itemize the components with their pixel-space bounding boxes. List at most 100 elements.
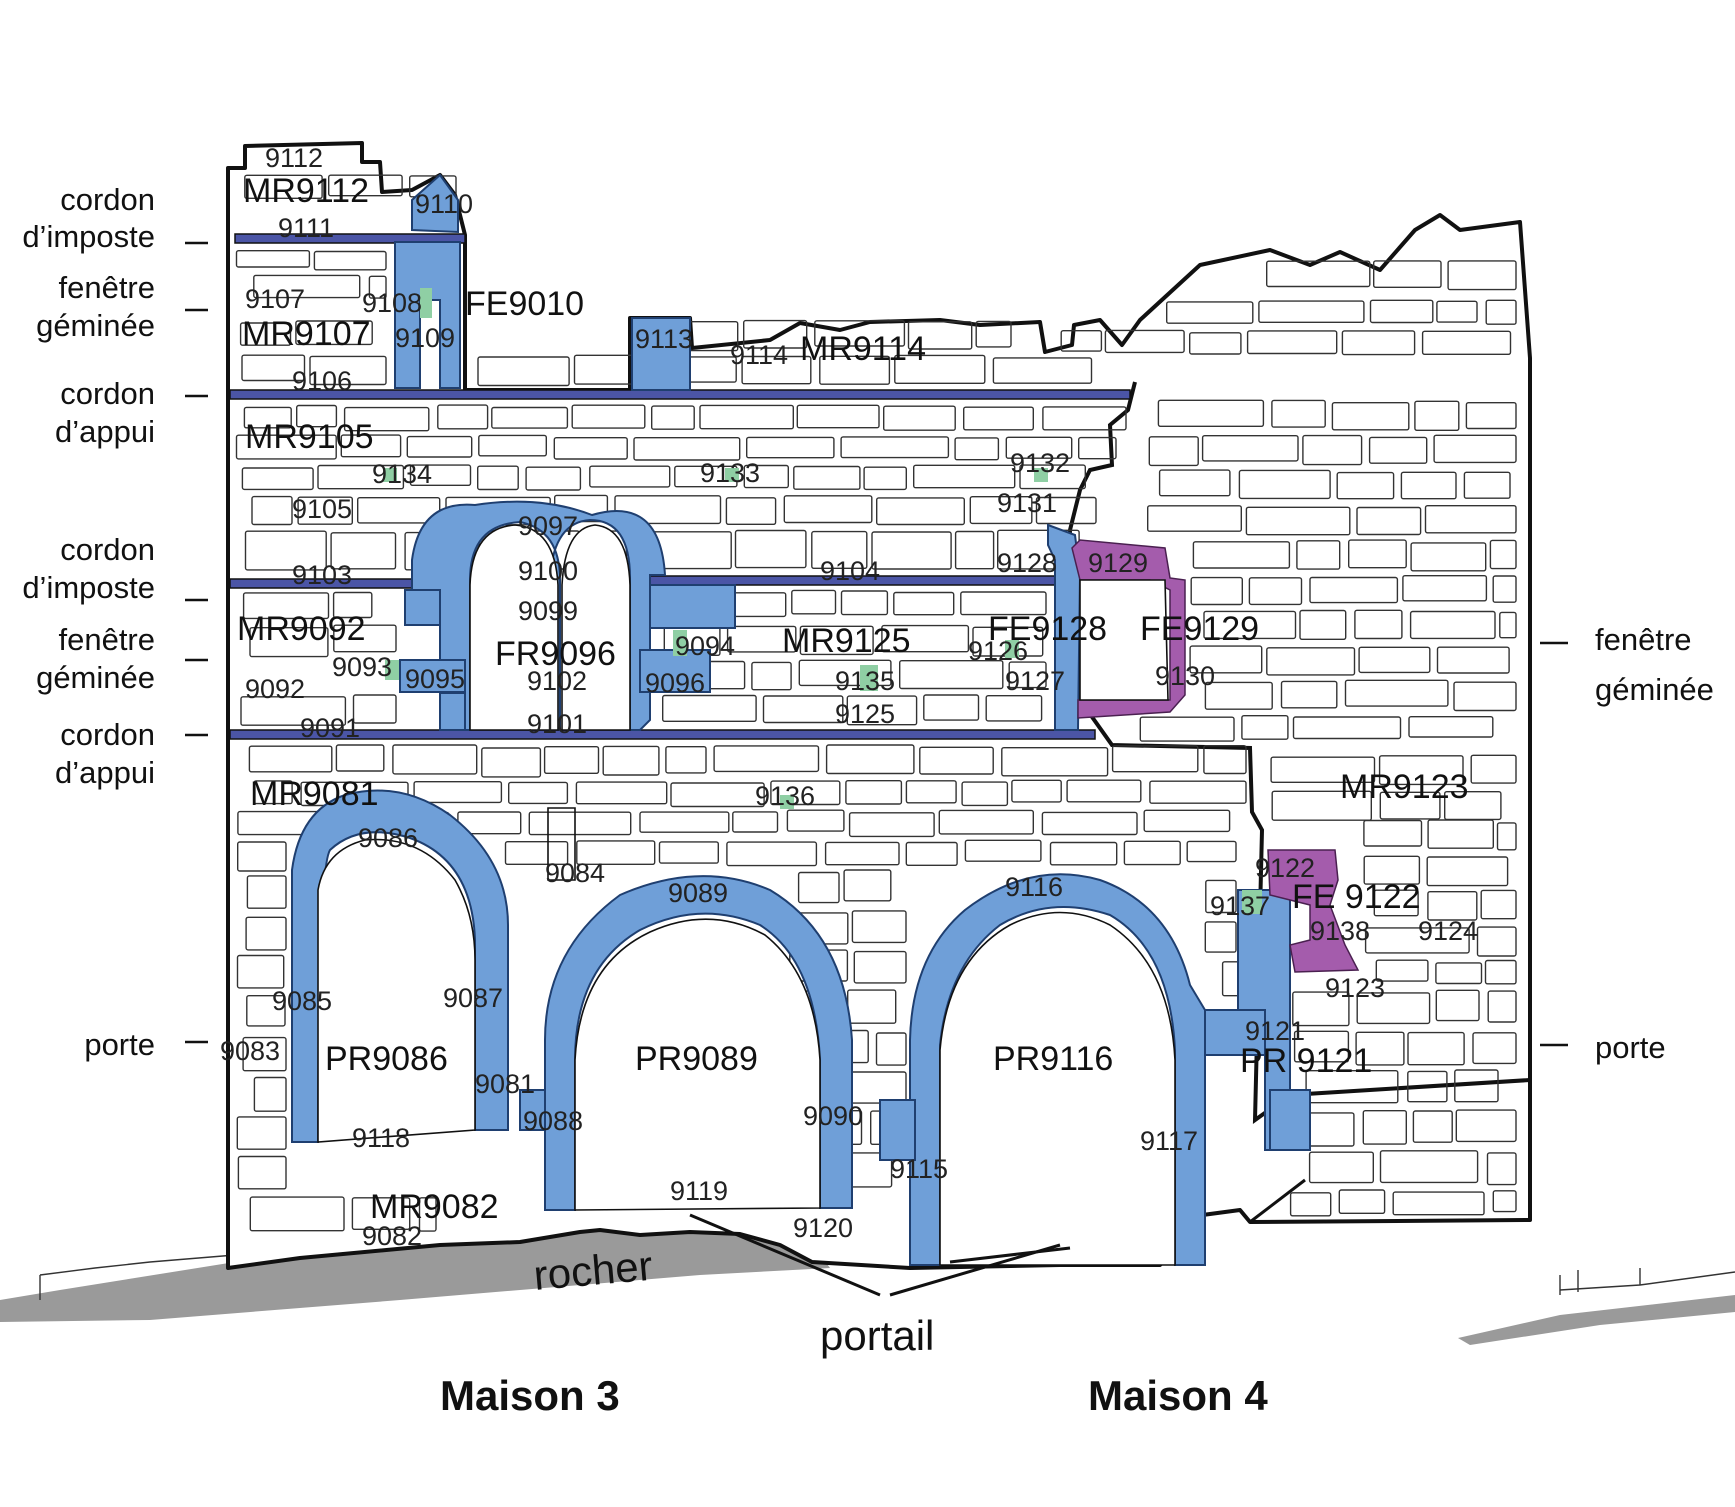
masonry-stone <box>797 871 840 904</box>
masonry-stone <box>1271 790 1372 821</box>
masonry-stone <box>614 495 722 525</box>
masonry-stone <box>1280 680 1338 709</box>
hole-9132 <box>1034 468 1048 482</box>
masonry-stone <box>253 274 361 299</box>
number-label-9117: 9117 <box>1140 1126 1198 1156</box>
masonry-stone <box>1246 330 1338 355</box>
masonry-stone <box>1271 399 1326 428</box>
masonry-stone <box>525 466 582 491</box>
masonry-stone <box>726 841 818 867</box>
masonry-stone <box>1487 990 1517 1023</box>
masonry-stone <box>246 875 287 909</box>
unit-fe9128: FE9128 <box>988 610 1107 648</box>
masonry-stone <box>894 354 986 384</box>
fe9122-frame <box>1267 849 1360 973</box>
masonry-stone <box>1486 1152 1517 1186</box>
masonry-stone <box>633 437 741 461</box>
masonry-stone <box>1308 1151 1374 1184</box>
masonry-stone <box>309 355 387 386</box>
hole-9133 <box>725 468 739 482</box>
number-label-9095: 9095 <box>405 664 465 694</box>
masonry-stone <box>491 406 569 429</box>
hole-9136 <box>780 795 794 809</box>
masonry-stone <box>863 466 907 491</box>
masonry-stone <box>1372 260 1442 288</box>
masonry-stone <box>961 781 1009 807</box>
masonry-stone <box>992 357 1093 384</box>
masonry-stone <box>249 1196 345 1232</box>
masonry-stone <box>1248 577 1303 606</box>
masonry-stone <box>1409 610 1496 640</box>
masonry-stone <box>819 355 891 385</box>
masonry-stone <box>938 809 1034 835</box>
masonry-stone <box>236 841 287 872</box>
masonry-stone <box>253 1076 287 1112</box>
masonry-stone <box>241 354 306 382</box>
masonry-stone <box>413 781 503 804</box>
masonry-stone <box>1139 716 1235 742</box>
masonry-stone <box>1369 299 1434 324</box>
masonry-stone <box>770 780 841 806</box>
masonry-stone <box>1392 1191 1485 1216</box>
masonry-stone <box>1364 927 1470 954</box>
masonry-stone <box>1245 506 1351 536</box>
masonry-stone <box>1489 539 1517 570</box>
masonry-stone <box>1008 661 1047 689</box>
masonry-stone <box>1149 780 1247 804</box>
number-label-9126: 9126 <box>968 636 1028 666</box>
masonry-stone <box>848 812 935 838</box>
masonry-stone <box>796 404 880 429</box>
block-9121b <box>1269 1089 1311 1151</box>
masonry-stone <box>340 434 402 458</box>
fe9129-opening <box>1079 579 1169 701</box>
unit-mr9105: MR9105 <box>245 418 374 456</box>
masonry-stone <box>1011 779 1062 803</box>
masonry-stone <box>670 782 765 808</box>
masonry-stone <box>543 746 600 775</box>
masonry-stone <box>330 532 397 570</box>
masonry-stone <box>853 950 907 984</box>
number-label-9118: 9118 <box>352 1123 410 1153</box>
masonry-stone <box>1379 1150 1479 1184</box>
number-label-9099: 9099 <box>518 596 578 626</box>
masonry-stone <box>964 839 1042 862</box>
masonry-stone <box>1331 402 1410 431</box>
number-label-9105: 9105 <box>292 494 352 524</box>
masonry-stone <box>1492 1190 1517 1213</box>
masonry-stone <box>1165 301 1254 324</box>
masonry-stone <box>1104 329 1185 354</box>
masonry-stone <box>1123 840 1181 866</box>
portal-label: portail <box>820 1312 934 1359</box>
masonry-stone <box>1201 435 1299 462</box>
masonry-stone <box>477 465 519 491</box>
masonry-stone <box>954 530 995 570</box>
masonry-stone <box>244 530 327 571</box>
masonry-stone <box>1435 962 1483 985</box>
masonry-stone <box>392 744 478 775</box>
masonry-stone <box>1363 819 1423 847</box>
masonry-stone <box>1146 505 1242 532</box>
openings <box>317 524 1176 1266</box>
unit-labels: MR9112 FE9010 MR9107 MR9114 MR9105 MR909… <box>237 172 1469 1226</box>
masonry-stone <box>1042 406 1127 431</box>
masonry-stone <box>1001 747 1109 777</box>
hole-9108 <box>420 288 432 318</box>
cordon-appui-upper <box>229 389 1131 400</box>
hole-9093 <box>385 660 399 680</box>
misc-lines <box>689 1178 1306 1297</box>
masonry-stone <box>1470 754 1517 784</box>
number-label-9092: 9092 <box>245 674 305 704</box>
number-label-9114: 9114 <box>730 340 788 370</box>
unit-pr9121: PR 9121 <box>1240 1042 1372 1080</box>
masonry-stone <box>1499 611 1517 639</box>
masonry-stone <box>1414 400 1460 431</box>
masonry-stone <box>840 436 950 459</box>
number-label-9109: 9109 <box>395 323 455 353</box>
masonry-stone <box>1305 1069 1399 1104</box>
number-label-9115: 9115 <box>890 1154 948 1184</box>
masonry-stone <box>907 321 973 350</box>
rock-mass <box>0 1212 830 1322</box>
masonry-stone <box>235 434 337 460</box>
number-label-9136: 9136 <box>755 781 815 811</box>
